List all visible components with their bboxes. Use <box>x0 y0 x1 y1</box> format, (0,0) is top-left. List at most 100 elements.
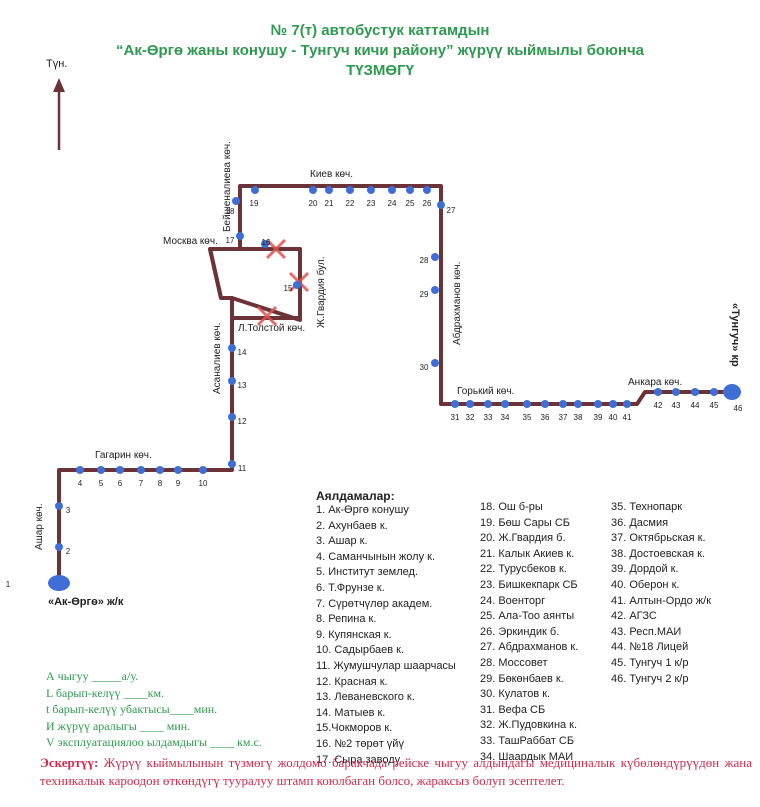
stop-marker <box>137 466 145 474</box>
stop-number-label: 29 <box>420 290 429 299</box>
legend-item: 36. Дасмия <box>611 516 669 529</box>
stop-marker <box>367 186 375 194</box>
stop-number-label: 36 <box>541 413 550 422</box>
legend-item: 27. Абдрахманов к. <box>480 641 579 654</box>
stop-marker <box>501 400 509 408</box>
stop-marker <box>236 232 244 240</box>
stop-number-label: 32 <box>466 413 475 422</box>
legend-item: 34. Шаардык МАИ <box>480 750 574 763</box>
legend-item: 33. ТашРаббат СБ <box>480 734 575 747</box>
legend-item: 11. Жумушчулар шаарчасы <box>316 659 456 672</box>
stop-number-label: 12 <box>238 417 247 426</box>
param-line: И жүрүү аралыгы ____ мин. <box>46 718 191 733</box>
legend-item: 26. Эркиндик б. <box>480 625 560 638</box>
stop-number-label: 3 <box>66 506 71 515</box>
stop-marker <box>654 388 662 396</box>
legend-item: 35. Технопарк <box>611 501 683 513</box>
legend-item: 18. Ош б-ры <box>480 501 543 513</box>
legend-item: 41. Алтын-Ордо ж/к <box>611 594 712 607</box>
stop-number-label: 22 <box>346 199 355 208</box>
street-label-kiev: Киев көч. <box>310 169 353 180</box>
terminal-end-marker <box>723 384 741 400</box>
north-arrow-icon <box>53 78 65 150</box>
legend-item: 30. Кулатов к. <box>480 688 551 701</box>
stop-number-label: 20 <box>309 199 318 208</box>
legend-item: 5. Институт землед. <box>316 566 419 579</box>
stop-number-label: 35 <box>523 413 532 422</box>
stop-marker <box>574 400 582 408</box>
stop-number-label: 37 <box>559 413 568 422</box>
stop-marker <box>293 281 301 289</box>
stop-number-label: 18 <box>226 207 235 216</box>
stop-marker <box>523 400 531 408</box>
street-label-zhgvardiya: Ж.Гвардия бул. <box>315 257 327 328</box>
street-label-abdrakhmanov: Абдрахманов көч. <box>451 262 463 345</box>
stop-marker <box>451 400 459 408</box>
stop-marker <box>156 466 164 474</box>
legend-item: 32. Ж.Пудовкина к. <box>480 719 578 732</box>
stop-number-label: 34 <box>501 413 510 422</box>
stop-marker <box>672 388 680 396</box>
legend-item: 2. Ахунбаев к. <box>316 519 388 532</box>
street-label-ltolstoi: Л.Толстой көч. <box>238 323 305 334</box>
param-line: L барып-келүү ____км. <box>46 685 165 700</box>
stop-marker <box>232 197 240 205</box>
legend-item: 24. Военторг <box>480 594 546 607</box>
legend-item: 4. Саманчынын жолу к. <box>316 550 435 563</box>
stop-number-label: 14 <box>238 348 247 357</box>
legend-item: 37. Октябрьская к. <box>611 532 706 545</box>
legend-item: 21. Калык Акиев к. <box>480 547 575 560</box>
stop-marker <box>691 388 699 396</box>
stop-number-label: 9 <box>176 479 181 488</box>
stop-marker <box>623 400 631 408</box>
stop-number-label: 26 <box>423 199 432 208</box>
param-line: V эксплуатациялоо ылдамдыгы ____ км.с. <box>46 735 262 749</box>
warning-note-text: Жүрүү кыймылынын түзмөгү жолдомо баракча… <box>40 755 752 788</box>
street-label-asanalieva: Асаналиев көч. <box>212 323 223 394</box>
legend-item: 45. Тунгуч 1 к/р <box>611 656 689 669</box>
legend-item: 20. Ж.Гвардия б. <box>480 532 566 545</box>
stop-marker <box>484 400 492 408</box>
warning-note-label: Эскертүү: <box>40 755 99 770</box>
legend-item: 40. Оберон к. <box>611 578 680 591</box>
legend-item: 28. Моссовет <box>480 656 548 669</box>
stop-marker <box>309 186 317 194</box>
legend-item: 1. Ак-Өргө конушу <box>316 504 409 516</box>
stop-number-label: 15 <box>284 284 293 293</box>
stop-marker <box>55 502 63 510</box>
endpoint-start-label: «Ак-Өргө» ж/к <box>48 596 124 608</box>
stop-marker <box>710 388 718 396</box>
legend-item: 22. Турусбеков к. <box>480 563 567 576</box>
legend-item: 3. Ашар к. <box>316 535 368 548</box>
stop-number-label: 4 <box>78 479 83 488</box>
legend-item: 9. Купянская к. <box>316 628 392 641</box>
stop-marker <box>228 377 236 385</box>
stop-marker <box>423 186 431 194</box>
stop-number-label: 2 <box>66 547 71 556</box>
street-label-gorky: Горький көч. <box>457 386 514 397</box>
stop-number-label: 7 <box>139 479 144 488</box>
stop-number-label: 38 <box>574 413 583 422</box>
stop-number-label: 46 <box>734 404 743 413</box>
warning-note: Эскертүү: Жүрүү кыймылынын түзмөгү жолдо… <box>40 754 752 790</box>
legend-heading: Аялдамалар: <box>316 489 395 503</box>
legend-item: 8. Репина к. <box>316 613 377 626</box>
stop-number-label: 6 <box>118 479 123 488</box>
street-label-ankara: Анкара көч. <box>628 377 682 388</box>
route-parameters: А чыгуу _____а/у. L барып-келүү ____км. … <box>46 668 262 751</box>
north-label: Түн. <box>46 58 67 70</box>
stop-marker <box>466 400 474 408</box>
map-title-line1: № 7(т) автобустук каттамдын <box>270 22 490 39</box>
legend-item: 15.Чокморов к. <box>316 722 393 735</box>
stop-number-label: 1 <box>6 580 11 589</box>
stop-number-label: 45 <box>710 401 719 410</box>
stop-number-label: 5 <box>99 479 104 488</box>
street-label-gagarin: Гагарин көч. <box>95 450 152 461</box>
stop-marker <box>431 286 439 294</box>
legend-item: 31. Вефа СБ <box>480 703 546 716</box>
street-label-ashar: Ашар көч. <box>34 503 45 550</box>
stop-marker <box>116 466 124 474</box>
legend-item: 42. АГЗС <box>611 610 657 623</box>
stop-marker <box>76 466 84 474</box>
